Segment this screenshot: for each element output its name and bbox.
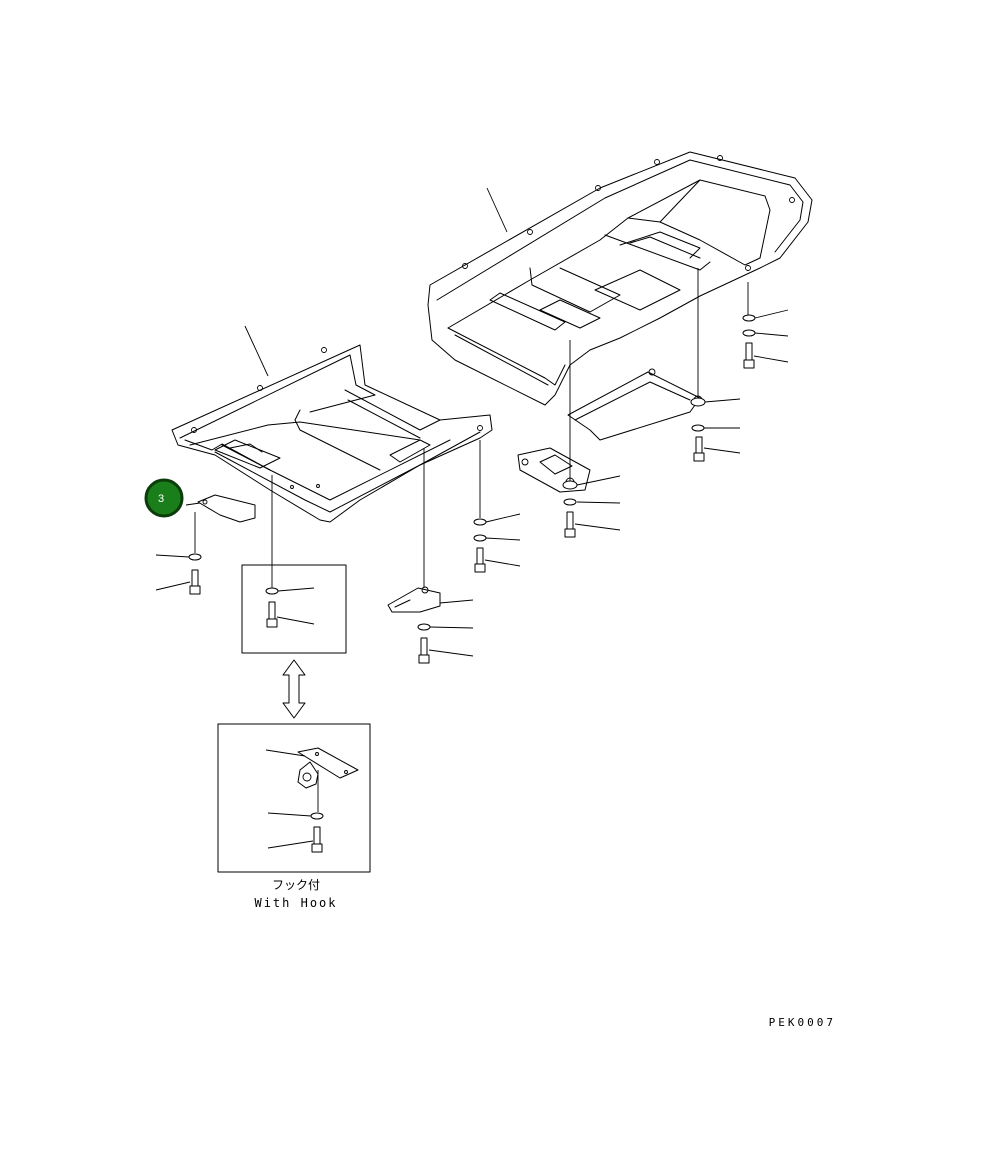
mid-bracket-plate (517, 447, 591, 493)
front-undercover (171, 325, 493, 523)
front-small-plate (387, 586, 441, 613)
drawing-code: PEK0007 (769, 1016, 836, 1029)
interchange-arrow (282, 659, 306, 719)
assembly-lines (194, 268, 749, 588)
leader-lines (155, 309, 789, 657)
hook-label-japanese: フック付 (272, 878, 320, 892)
rear-small-cover (567, 368, 703, 441)
callout-badge-number[interactable]: 3 (158, 493, 164, 505)
rear-undercover (427, 151, 813, 406)
alternate-bolt-detail (241, 564, 347, 654)
hook-detail (217, 723, 371, 873)
callout-badge-circle[interactable] (144, 478, 184, 518)
fasteners (188, 314, 756, 664)
hook-label-english: With Hook (254, 896, 337, 910)
cover-plate-part-3 (185, 494, 256, 523)
callout-badge-3[interactable]: 3 (144, 478, 184, 518)
